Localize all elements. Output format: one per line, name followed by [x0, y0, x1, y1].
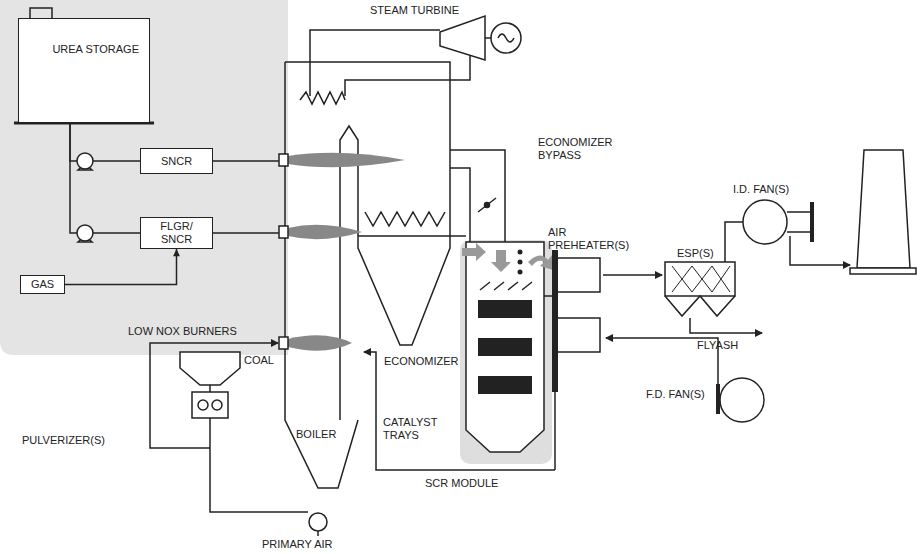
air-preheater	[552, 250, 558, 392]
pipe-connector	[65, 249, 177, 285]
id-fan-outlet	[787, 212, 812, 232]
process-box: FLGR/ SNCR	[140, 217, 213, 249]
node-label: GAS	[31, 278, 54, 291]
boiler-baffle	[340, 126, 358, 420]
process-box: GAS	[20, 275, 65, 294]
turbine	[440, 16, 485, 60]
superheater-coil	[300, 92, 345, 104]
coal-chute	[209, 385, 211, 392]
part-label: STEAM TURBINE	[370, 4, 459, 17]
part-label: COAL	[244, 354, 274, 367]
coal-hopper	[180, 352, 240, 385]
pump	[77, 225, 93, 241]
part-label: I.D. FAN(S)	[733, 183, 789, 196]
esp-hoppers	[665, 296, 735, 316]
preheater-gas-side	[558, 258, 600, 292]
catalyst-tray	[478, 300, 532, 318]
stack-line	[790, 236, 850, 265]
duct	[450, 235, 466, 237]
arrowhead	[173, 249, 180, 256]
scr-region	[460, 240, 552, 464]
economizer-hopper	[358, 236, 450, 345]
hot-air-line	[364, 352, 555, 470]
pulverizer-roll	[198, 400, 208, 410]
id-fan-flange	[810, 202, 814, 242]
flow-vane	[522, 282, 532, 290]
part-label: BOILER	[296, 428, 336, 441]
flyash-line	[690, 318, 762, 333]
bypass-duct	[450, 168, 470, 242]
injection-grid	[518, 250, 523, 255]
part-label: FLYASH	[697, 339, 738, 352]
shaft	[485, 37, 491, 39]
bypass-duct	[450, 150, 505, 242]
pulverizer-roll	[212, 400, 222, 410]
flue-gas-line	[603, 274, 662, 276]
flow-vane	[494, 282, 504, 290]
pump	[77, 153, 93, 169]
injection-line	[213, 232, 279, 234]
node-label: FLGR/ SNCR	[155, 220, 199, 246]
part-label: LOW NOX BURNERS	[128, 325, 237, 338]
steam-line	[310, 30, 440, 96]
part-label: ECONOMIZER	[384, 355, 459, 368]
catalyst-tray	[478, 338, 532, 356]
fd-fan	[720, 378, 764, 422]
boiler-wall	[285, 62, 358, 488]
preheater-air-side	[558, 318, 600, 352]
air-line	[554, 392, 556, 470]
flow-arrow	[462, 243, 486, 261]
damper-pivot	[485, 203, 490, 208]
tank-vent	[30, 8, 52, 18]
node-label: SNCR	[161, 155, 192, 168]
esp-outlet	[725, 222, 743, 262]
stack-base	[850, 268, 916, 274]
part-label: CATALYST TRAYS	[383, 416, 453, 442]
generator	[491, 23, 521, 53]
catalyst-tray	[478, 376, 532, 394]
burner-port	[279, 337, 288, 349]
injection-line	[213, 160, 279, 162]
burner-flame	[288, 335, 352, 350]
injection-port	[279, 154, 288, 166]
part-label: ESP(S)	[677, 247, 714, 260]
part-label: SCR MODULE	[425, 477, 498, 490]
process-box: SNCR	[140, 148, 213, 174]
injection-grid	[518, 260, 523, 265]
return-line	[345, 55, 470, 96]
storage-tank: UREA STORAGE	[18, 18, 150, 123]
part-label: PRIMARY AIR	[262, 538, 333, 551]
injection-grid	[518, 270, 523, 275]
flow-arrow	[528, 255, 553, 270]
flow-arrow	[491, 250, 511, 272]
boiler-wall	[285, 62, 450, 236]
bypass-damper	[478, 198, 496, 212]
flgr-spray	[288, 225, 362, 239]
pulverizer	[192, 392, 228, 418]
fan-base	[317, 531, 319, 536]
part-label: PULVERIZER(S)	[22, 434, 105, 447]
primary-air-line	[210, 418, 308, 512]
generator-symbol	[498, 34, 514, 42]
node-label: UREA STORAGE	[52, 43, 139, 56]
flow-vane	[480, 282, 490, 290]
esp	[665, 262, 735, 296]
primary-air-fan	[309, 513, 327, 531]
part-label: F.D. FAN(S)	[646, 388, 705, 401]
id-fan	[743, 200, 787, 244]
scr-reactor	[466, 242, 544, 452]
stack	[857, 150, 910, 268]
pipe-connector	[70, 123, 140, 233]
economizer-coil	[365, 212, 445, 226]
injection-port	[279, 226, 288, 238]
urea-system-region	[0, 0, 288, 355]
flow-vane	[508, 282, 518, 290]
sncr-spray	[288, 153, 405, 167]
part-label: ECONOMIZER BYPASS	[538, 136, 638, 162]
coal-line	[150, 343, 278, 448]
part-label: AIR PREHEATER(S)	[548, 226, 638, 252]
esp-electrodes	[672, 266, 730, 292]
